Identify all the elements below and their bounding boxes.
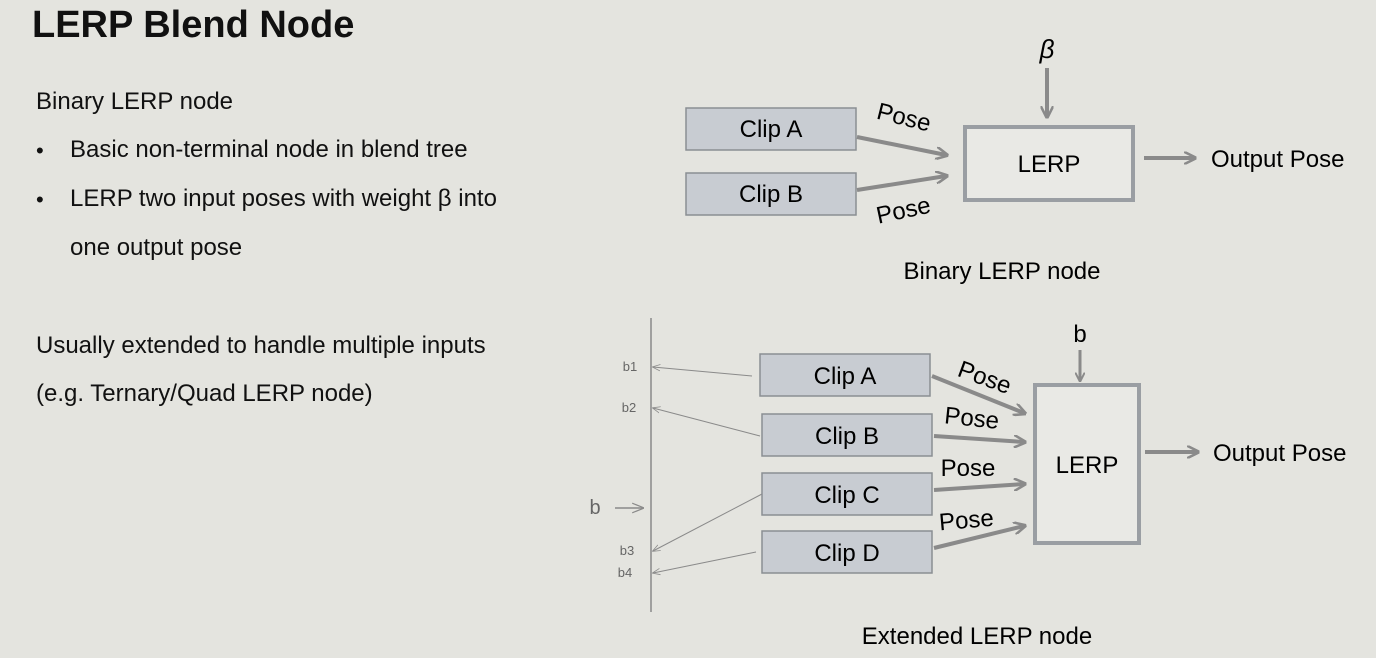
binary-lerp-diagram: β Clip A Clip B Pose Pose LERP Output Po… xyxy=(685,34,1344,285)
binary-weight-label: β xyxy=(1039,34,1055,64)
ext-arrow-c xyxy=(933,484,1024,492)
ext-clip-d-label: Clip D xyxy=(814,540,879,567)
ext-clip-b-box xyxy=(761,413,933,457)
section2-line1: Usually extended to handle multiple inpu… xyxy=(36,332,486,359)
binary-clip-b-box xyxy=(685,172,857,216)
binary-lerp-label: LERP xyxy=(1018,151,1081,178)
extended-lerp-diagram: b b1 b2 b3 b4 Clip A Clip B Clip C Clip … xyxy=(589,318,1346,650)
axis-tick-b4: b4 xyxy=(618,565,632,580)
axis-tick-b3: b3 xyxy=(620,543,634,558)
ext-output-label: Output Pose xyxy=(1213,440,1346,467)
ext-pose-label-a: Pose xyxy=(954,356,1015,400)
ext-clip-d-box xyxy=(761,530,933,574)
ext-clip-a-label: Clip A xyxy=(814,363,877,390)
ext-caption: Extended LERP node xyxy=(862,623,1092,650)
ext-lerp-box xyxy=(1033,383,1141,545)
bullet2-text-line2: one output pose xyxy=(70,234,243,261)
axis-tick-b2: b2 xyxy=(622,400,636,415)
ext-weight-label: b xyxy=(1073,321,1086,348)
axis-input-label: b xyxy=(589,497,600,519)
binary-lerp-box xyxy=(963,125,1135,202)
binary-caption: Binary LERP node xyxy=(903,258,1100,285)
bullet-marker: • xyxy=(36,187,44,212)
clip-c-threshold-line xyxy=(653,493,763,551)
binary-arrow-b xyxy=(856,176,946,192)
binary-clip-a-box xyxy=(685,107,857,151)
ext-clip-b-label: Clip B xyxy=(815,423,879,450)
clip-a-threshold-line xyxy=(653,367,753,377)
bullet1-text: Basic non-terminal node in blend tree xyxy=(70,136,468,163)
bullet-marker: • xyxy=(36,138,44,163)
ext-clip-c-label: Clip C xyxy=(814,482,879,509)
clip-d-threshold-line xyxy=(653,551,757,573)
ext-arrow-d xyxy=(933,526,1024,550)
binary-arrow-a xyxy=(856,135,946,155)
ext-pose-label-c: Pose xyxy=(941,455,996,482)
binary-clip-b-label: Clip B xyxy=(739,181,803,208)
axis-tick-b1: b1 xyxy=(623,359,637,374)
ext-clip-c-box xyxy=(761,472,933,516)
binary-clip-a-label: Clip A xyxy=(740,116,803,143)
bullet2-text-line1: LERP two input poses with weight β into xyxy=(70,185,497,212)
section1-heading: Binary LERP node xyxy=(36,88,234,115)
clip-b-threshold-line xyxy=(653,408,761,437)
binary-pose-label-b: Pose xyxy=(874,192,933,230)
binary-output-label: Output Pose xyxy=(1211,146,1344,173)
ext-lerp-label: LERP xyxy=(1056,452,1119,479)
ext-arrow-b xyxy=(933,434,1024,442)
section2-line2: (e.g. Ternary/Quad LERP node) xyxy=(36,380,373,407)
ext-pose-label-d: Pose xyxy=(938,505,995,537)
slide-title: LERP Blend Node xyxy=(32,4,355,46)
ext-pose-label-b: Pose xyxy=(943,402,1000,435)
binary-pose-label-a: Pose xyxy=(874,98,934,137)
ext-arrow-a xyxy=(931,374,1024,413)
ext-clip-a-box xyxy=(759,353,931,397)
